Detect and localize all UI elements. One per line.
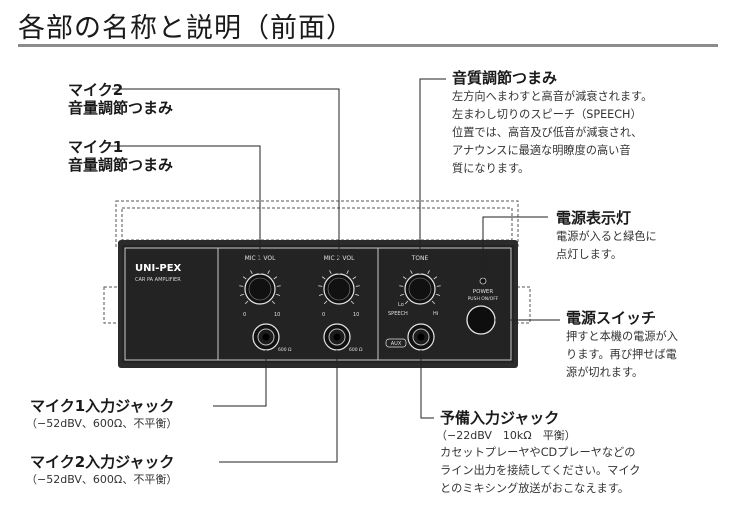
knob-tick xyxy=(276,285,281,287)
aux-desc-line: とのミキシング放送がおこなえます。 xyxy=(440,482,629,495)
mic1-scale-min: 0 xyxy=(243,312,246,318)
knob-tick xyxy=(352,276,357,280)
mic1-volume-title-line2: 音量調節つまみ xyxy=(68,156,174,174)
knob-tick xyxy=(276,293,281,296)
mic1-jack-spec: （−52dBV、600Ω、不平衡） xyxy=(26,417,178,430)
knob-tick xyxy=(399,285,404,287)
knob-tick xyxy=(431,300,436,305)
knob-tick xyxy=(244,300,249,305)
aux-panel-label: AUX xyxy=(391,341,402,347)
mic2-volume-title: マイク2 xyxy=(68,81,124,99)
knob-tick xyxy=(436,285,441,287)
tone-desc-line: アナウンスに最適な明瞭度の高い音 xyxy=(452,144,631,157)
tone-desc-line: 位置では、高音及び低音が減衰され、 xyxy=(452,126,643,139)
mic2-volume-title-line2: 音量調節つまみ xyxy=(68,99,174,117)
knob-tick xyxy=(239,285,244,287)
power-switch-desc-line: ります。再び押せば電 xyxy=(566,348,677,361)
power-panel-sub-label: PUSH ON/OFF xyxy=(468,296,499,302)
knob-tick xyxy=(402,276,407,280)
power-switch-description: 押すと本機の電源が入 ります。再び押せば電 源が切れます。 xyxy=(566,328,678,382)
knob-tick xyxy=(355,285,360,287)
knob-tick xyxy=(318,285,323,287)
power-switch-desc-line: 源が切れます。 xyxy=(566,366,644,379)
tone-hi-label: Hi xyxy=(433,311,438,317)
knob-tick xyxy=(436,293,441,296)
tone-lo-label: Lo xyxy=(398,302,404,308)
knob-tick xyxy=(410,270,413,275)
aux-jack-title: 予備入力ジャック xyxy=(440,409,560,427)
knob-tick xyxy=(273,276,278,280)
knob-tick xyxy=(329,270,332,275)
knob-tick xyxy=(271,300,276,305)
tone-speech-label: SPEECH xyxy=(388,311,408,317)
mic2-jack-title: マイク2入力ジャック xyxy=(30,453,175,471)
mic1-impedance-label: 600 Ω xyxy=(278,347,292,353)
page-title: 各部の名称と説明（前面） xyxy=(18,13,354,44)
knob-tick xyxy=(239,293,244,296)
knob-tick xyxy=(350,300,355,305)
knob-tick xyxy=(250,270,253,275)
knob-tick xyxy=(427,270,430,275)
power-panel-label: POWER xyxy=(473,289,494,295)
tone-control-description: 左方向へまわすと高音が減衰されます。 左まわし切りのスピーチ（SPEECH） 位… xyxy=(452,88,652,178)
tone-desc-line: 左方向へまわすと高音が減衰されます。 xyxy=(452,90,653,103)
power-indicator-lamp xyxy=(479,277,487,285)
knob-tick xyxy=(321,276,326,280)
mic2-input-jack xyxy=(323,323,351,351)
mic1-input-jack xyxy=(252,323,280,351)
knob-tick xyxy=(323,300,328,305)
tone-desc-line: 左まわし切りのスピーチ（SPEECH） xyxy=(452,108,642,121)
leader-lines xyxy=(108,78,560,463)
brand-logo: UNI-PEX xyxy=(135,263,182,274)
power-lamp-description: 電源が入ると緑色に 点灯します。 xyxy=(556,228,657,264)
aux-jack-description: カセットプレーヤやCDプレーヤなどの ライン出力を接続してください。マイク との… xyxy=(440,444,640,498)
power-lamp-desc-line: 点灯します。 xyxy=(556,248,623,261)
knob-tick xyxy=(433,276,438,280)
mic1-volume-title: マイク1 xyxy=(68,138,124,156)
power-lamp-desc-line: 電源が入ると緑色に xyxy=(556,230,657,243)
knob-tick xyxy=(346,270,349,275)
mic2-jack-spec: （−52dBV、600Ω、不平衡） xyxy=(26,473,178,486)
tone-desc-line: 質になります。 xyxy=(452,162,530,175)
mic2-volume-knob xyxy=(323,273,355,305)
mic1-jack-title: マイク1入力ジャック xyxy=(30,397,175,415)
title-underline xyxy=(18,44,718,47)
aux-desc-line: カセットプレーヤやCDプレーヤなどの xyxy=(440,446,636,459)
model-label: CAR PA AMPLIFIER xyxy=(135,277,181,283)
knob-tick xyxy=(267,270,270,275)
knob-tick xyxy=(399,293,404,296)
aux-input-jack xyxy=(407,323,435,351)
knob-tick xyxy=(355,293,360,296)
mic1-scale-max: 10 xyxy=(274,312,280,318)
power-lamp-title: 電源表示灯 xyxy=(556,209,632,227)
power-switch-desc-line: 押すと本機の電源が入 xyxy=(566,330,678,343)
mic2-scale-min: 0 xyxy=(322,312,325,318)
power-switch-title: 電源スイッチ xyxy=(566,309,657,327)
power-switch-button xyxy=(466,305,496,335)
tone-knob xyxy=(404,273,436,305)
mic2-impedance-label: 600 Ω xyxy=(349,347,363,353)
knob-tick xyxy=(318,293,323,296)
mic2-scale-max: 10 xyxy=(353,312,359,318)
mic1-volume-knob xyxy=(244,273,276,305)
knob-tick xyxy=(404,300,409,305)
aux-jack-spec: （−22dBV 10kΩ 平衡） xyxy=(436,429,576,442)
knob-tick xyxy=(242,276,247,280)
tone-control-title: 音質調節つまみ xyxy=(452,69,558,87)
aux-desc-line: ライン出力を接続してください。マイク xyxy=(440,464,641,477)
